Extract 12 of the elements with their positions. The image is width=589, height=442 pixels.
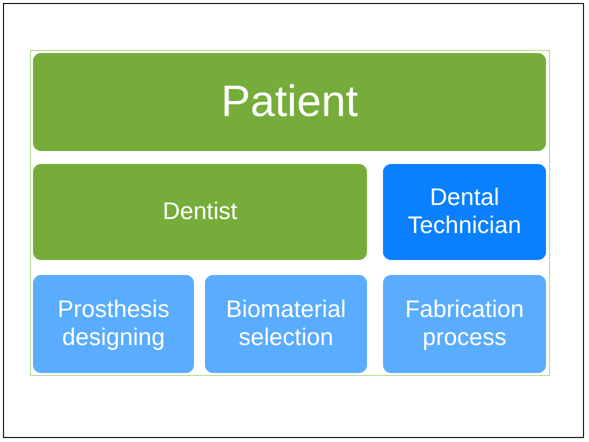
node-label: Fabrication process: [404, 296, 525, 352]
patient-box: [33, 53, 546, 151]
node-label: Dentist: [162, 198, 238, 226]
node-label: Dental Technician: [406, 184, 522, 240]
node-label: Patient: [221, 76, 358, 128]
task-box: [383, 275, 546, 373]
task-box: [205, 275, 367, 373]
node-label: Biomaterial selection: [224, 296, 348, 352]
role-box: [33, 164, 367, 260]
task-box: [33, 275, 194, 373]
node-label: Prosthesis designing: [56, 296, 171, 352]
role-box: [383, 164, 546, 260]
